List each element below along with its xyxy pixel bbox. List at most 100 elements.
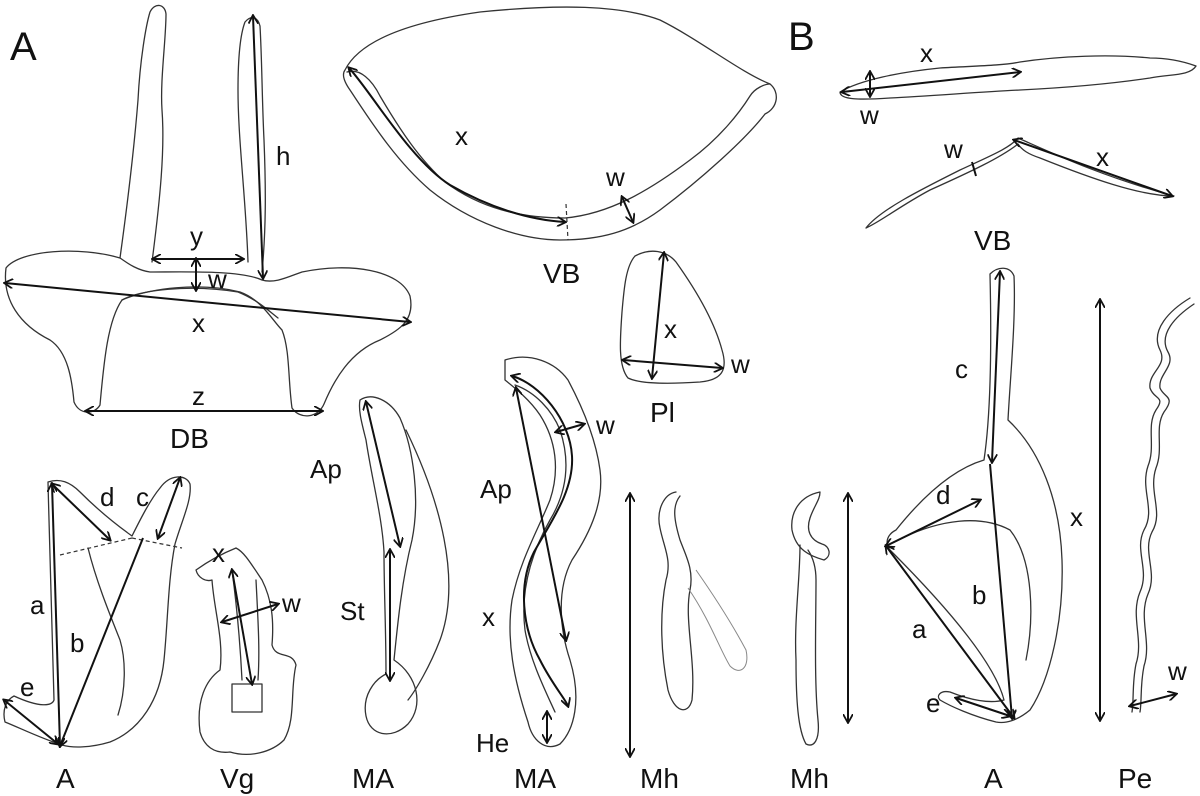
pe-label-w: w [1167, 656, 1187, 686]
male-apparatus-1-drawing: Ap St MA [310, 396, 450, 794]
anchor-a-a-arrow [52, 484, 60, 746]
vb-b-caption: VB [974, 225, 1011, 256]
vb-a-x-arrow [349, 68, 565, 222]
ma2-label-ap: Ap [480, 474, 512, 504]
vb-a-dashed-boundary [565, 203, 569, 241]
anchor-b-label-b: b [972, 580, 986, 610]
vb-b-x2-arrow [1014, 140, 1172, 196]
anchor-a-inner-curve [87, 547, 125, 716]
anchor-b-outline [886, 267, 1063, 724]
anchor-b-d-arrow [886, 500, 980, 546]
pl-outline [619, 250, 725, 384]
anchor-a-dashed-2 [131, 537, 183, 549]
ma2-ap-arrow [516, 388, 566, 640]
marginal-hook-a-drawing: Mh [630, 491, 748, 794]
mh-b-outline [791, 491, 830, 561]
mh-b-caption: Mh [790, 763, 829, 794]
vb-a-label-w: w [605, 162, 625, 192]
ma2-label-he: He [476, 728, 509, 758]
db-x-arrow [5, 283, 410, 322]
vb-b-x1-arrow [842, 72, 1020, 92]
ma1-caption: MA [352, 763, 394, 794]
db-label-h: h [276, 141, 290, 171]
anchor-b-label-c: c [955, 354, 968, 384]
db-label-z: z [192, 381, 205, 411]
male-apparatus-2-drawing: Ap w x He MA [476, 356, 615, 794]
anchor-a-dashed-1 [59, 537, 133, 556]
ma1-label-ap: Ap [310, 454, 342, 484]
vb-a-inner-outline [346, 70, 771, 219]
mh-a-caption: Mh [640, 763, 679, 794]
ventral-bar-b-drawing: x w w x VB [839, 38, 1197, 256]
anchor-a-label-a: a [30, 590, 45, 620]
vg-caption: Vg [220, 763, 254, 794]
db-body-outline [4, 250, 412, 417]
anchor-b-b-arrow [989, 463, 1012, 718]
pe-outline-right [1139, 303, 1195, 713]
ma2-label-w: w [595, 410, 615, 440]
anchor-a-e-arrow [4, 700, 58, 744]
ma2-caption: MA [514, 763, 556, 794]
pe-w-arrow [1130, 694, 1176, 706]
ma2-x-arrow [512, 376, 574, 706]
vb-b-label-x2: x [1096, 142, 1109, 172]
db-label-x: x [192, 308, 205, 338]
ma1-ap-arrow [366, 402, 400, 546]
anchor-b-c-arrow [992, 272, 1000, 462]
mh-a-outline [658, 491, 694, 711]
ma2-w-arrow [556, 424, 584, 432]
pl-caption: Pl [650, 397, 675, 428]
anchor-a-d-arrow [52, 484, 110, 540]
vg-label-x: x [212, 538, 225, 568]
vb-b-label-w2: w [943, 134, 963, 164]
db-h-arrow [253, 16, 263, 278]
panel-label-a: A [10, 25, 37, 69]
marginal-hook-b-drawing: Mh [790, 491, 848, 794]
pl-w-arrow [623, 360, 722, 368]
vb-a-caption: VB [543, 258, 580, 289]
anchor-b-label-e: e [926, 688, 940, 718]
vb-b-upper-outline [839, 55, 1197, 100]
pl-x-arrow [652, 253, 664, 378]
mh-b-shaft [794, 544, 820, 746]
db-caption: DB [170, 423, 209, 454]
ma1-outline [358, 396, 418, 735]
vb-a-label-x: x [455, 121, 468, 151]
penis-drawing: x w Pe [1070, 297, 1195, 794]
anchor-b-e-arrow [956, 698, 1010, 716]
db-label-y: y [190, 221, 203, 251]
plate-drawing: x w Pl [619, 250, 750, 428]
vb-b-w2-mark [971, 161, 977, 177]
anchor-b-drawing: c d a b e A [886, 267, 1063, 794]
vb-a-outline [342, 6, 777, 241]
pe-caption: Pe [1118, 763, 1152, 794]
vg-w-arrow [222, 604, 278, 622]
mh-a-blade [687, 569, 748, 671]
pl-label-w: w [730, 349, 750, 379]
db-label-w: w [207, 264, 227, 294]
anchor-b-label-d: d [936, 480, 950, 510]
vagina-drawing: x w Vg [195, 538, 301, 794]
ma1-tail [405, 429, 450, 701]
vb-b-label-w1: w [859, 100, 879, 130]
anchor-a-label-e: e [20, 672, 34, 702]
pl-label-x: x [664, 314, 677, 344]
anchor-a-label-b: b [70, 628, 84, 658]
pe-outline-left [1131, 297, 1191, 713]
anchor-a-caption: A [56, 763, 75, 794]
anchor-a-b-arrow [60, 537, 144, 746]
vg-label-w: w [281, 588, 301, 618]
vb-b-label-x1: x [920, 38, 933, 68]
anchor-b-label-a: a [912, 614, 927, 644]
anchor-b-caption: A [984, 763, 1003, 794]
anchor-a-drawing: a b c d e A [4, 477, 191, 794]
dorsal-bar-drawing: h y w x z DB [4, 4, 412, 454]
anchor-a-label-c: c [136, 482, 149, 512]
ma2-label-x: x [482, 602, 495, 632]
vb-a-w-arrow [622, 197, 633, 222]
anchor-a-c-arrow [158, 478, 180, 538]
vg-x-arrow [232, 570, 252, 684]
panel-label-b: B [788, 15, 815, 59]
vb-b-lower-outline [865, 137, 1175, 229]
